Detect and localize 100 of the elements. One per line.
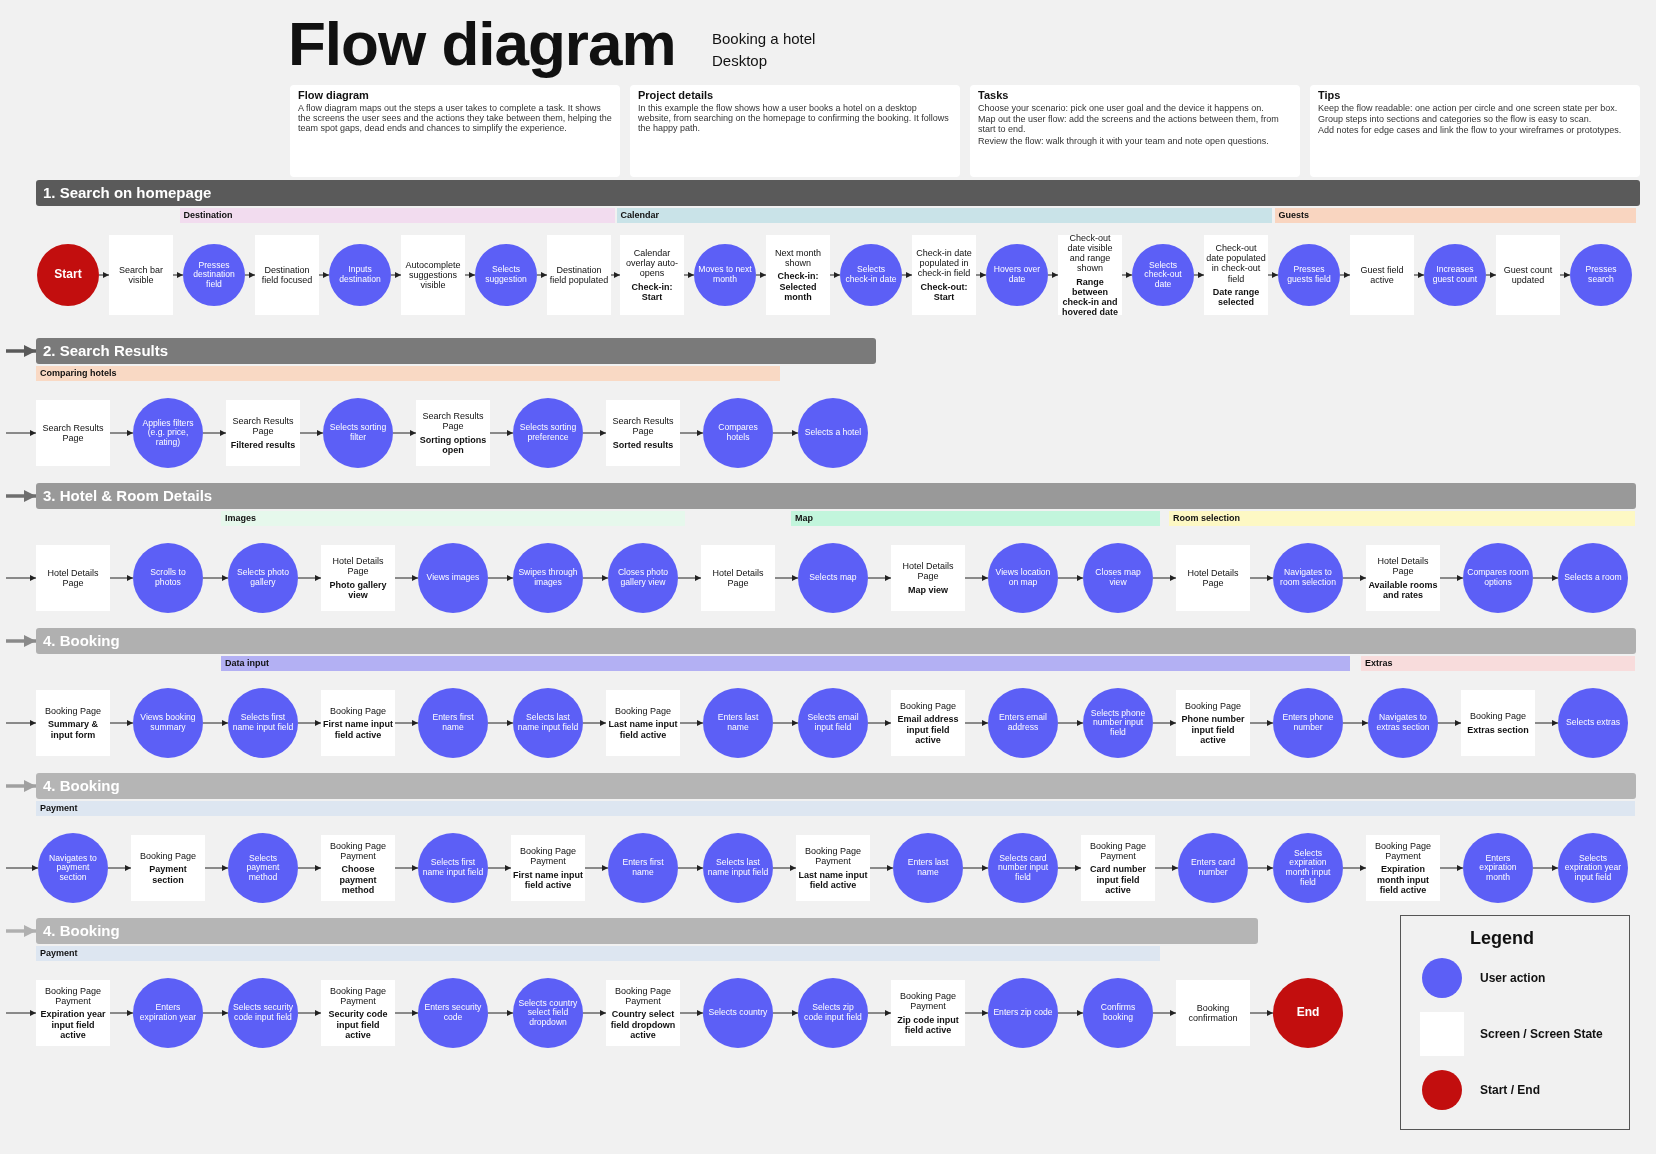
node-text: Selects first name input field: [422, 858, 484, 878]
node-text: Booking Page Payment: [803, 846, 862, 867]
screen-box: [36, 400, 110, 466]
card-text: Group steps into sections and categories so the flow is easy to scan.: [1318, 114, 1592, 125]
arrow: [394, 1010, 419, 1016]
section-arrow: [6, 635, 36, 647]
node-text: Last name input field active: [798, 869, 868, 890]
arrow: [172, 272, 184, 278]
node-text: Hotel Details Page: [46, 567, 100, 589]
arrow: [489, 430, 514, 436]
node-text: Enters last name: [906, 858, 950, 878]
arrow: [487, 865, 512, 871]
band-label: Calendar: [620, 210, 659, 221]
arrow: [1057, 1010, 1084, 1016]
arrow: [582, 575, 609, 581]
node-text: Presses destination field: [192, 260, 236, 290]
arrow: [1413, 272, 1425, 278]
node-text: Enters last name: [716, 713, 760, 733]
node-text: Enters zip code: [993, 1008, 1053, 1018]
arrow: [869, 865, 894, 871]
node-text: Hotel Details Page: [331, 556, 385, 577]
node-text: Compares room options: [1467, 568, 1529, 588]
band-label: Images: [225, 513, 257, 524]
arrow: [755, 272, 767, 278]
arrow: [677, 865, 704, 871]
arrow: [98, 272, 110, 278]
screen-box: [1496, 235, 1560, 315]
node-text: Selects a hotel: [804, 428, 862, 438]
arrow: [1437, 720, 1462, 726]
node-text: Views images: [426, 573, 480, 583]
node-text: Last name input field active: [608, 719, 678, 740]
node-text: Booking Page Payment: [898, 991, 957, 1012]
arrow: [679, 1010, 704, 1016]
node-text: Selects card number input field: [996, 853, 1050, 883]
screen-box: [226, 400, 300, 466]
node-text: Moves to next month: [698, 265, 752, 285]
arrow: [1339, 272, 1351, 278]
node-text: Presses guests field: [1286, 265, 1332, 285]
node-text: Check-in date populated in check-in field: [915, 248, 973, 279]
node-text: Enters email address: [998, 713, 1048, 733]
screen-box: [891, 545, 965, 611]
card-text: Keep the flow readable: one action per circle and one screen state per box.: [1318, 103, 1618, 114]
section-arrow: [6, 925, 36, 937]
screen-box: [321, 835, 395, 901]
arrow: [202, 720, 229, 726]
node-text: Selects country: [708, 1008, 768, 1018]
arrow: [774, 575, 799, 581]
section-arrow: [6, 345, 36, 357]
node-text: Selects extras: [1566, 718, 1620, 728]
category-band: [1169, 511, 1635, 526]
arrow: [390, 272, 402, 278]
arrow: [679, 430, 704, 436]
arrow: [536, 272, 548, 278]
arrow: [1152, 575, 1177, 581]
node-text: Enters expiration year: [138, 1003, 198, 1023]
node-text: Selects suggestion: [484, 265, 528, 285]
subtitle: Desktop: [712, 52, 768, 69]
node-text: Guest count updated: [1502, 264, 1554, 286]
node-text: Hovers over date: [992, 265, 1042, 285]
arrow: [582, 1010, 607, 1016]
category-band: [616, 208, 1272, 223]
arrow: [297, 865, 322, 871]
screen-box: [401, 235, 465, 315]
node-text: End: [1296, 1006, 1320, 1020]
arrow: [109, 720, 134, 726]
band-label: Room selection: [1173, 513, 1240, 524]
screen-box: [606, 400, 680, 466]
screen-box: [131, 835, 205, 901]
node-text: Hotel Details Page: [711, 567, 765, 589]
node-text: Booking Page: [1469, 711, 1526, 722]
arrow: [1057, 575, 1084, 581]
node-text: Calendar overlay auto-opens: [625, 248, 679, 279]
node-text: Zip code input field active: [896, 1014, 960, 1035]
arrow: [1057, 865, 1082, 871]
legend-title: Legend: [1470, 928, 1534, 949]
arrow: [1057, 720, 1084, 726]
arrow: [772, 430, 799, 436]
node-text: Selects email input field: [806, 713, 860, 733]
node-text: Closes photo gallery view: [616, 568, 670, 588]
node-text: Selects phone number input field: [1089, 708, 1147, 738]
node-text: Selects sorting preference: [518, 423, 578, 443]
node-text: Search bar visible: [118, 264, 164, 286]
node-text: Destination field focused: [260, 264, 314, 286]
node-text: Booking Page Payment: [1373, 841, 1432, 862]
arrow: [464, 272, 476, 278]
arrow: [1485, 272, 1497, 278]
arrow: [964, 575, 989, 581]
card-text: Map out the user flow: add the screens and the actions between them, from start to end.: [978, 114, 1280, 135]
screen-box: [1366, 835, 1440, 901]
node-text: Check-out date populated in check-out field: [1206, 243, 1266, 284]
section-title: 4. Booking: [43, 632, 120, 650]
arrow: [297, 575, 322, 581]
arrow: [584, 865, 609, 871]
node-text: Selects expiration year input field: [1563, 853, 1623, 883]
arrow: [297, 720, 322, 726]
node-text: Selects payment method: [245, 853, 281, 883]
arrow: [772, 1010, 799, 1016]
card-text: Add notes for edge cases and link the flow to your wireframes or prototypes.: [1318, 125, 1622, 136]
arrow: [107, 865, 132, 871]
node-text: Expiration year input field active: [39, 1009, 107, 1040]
